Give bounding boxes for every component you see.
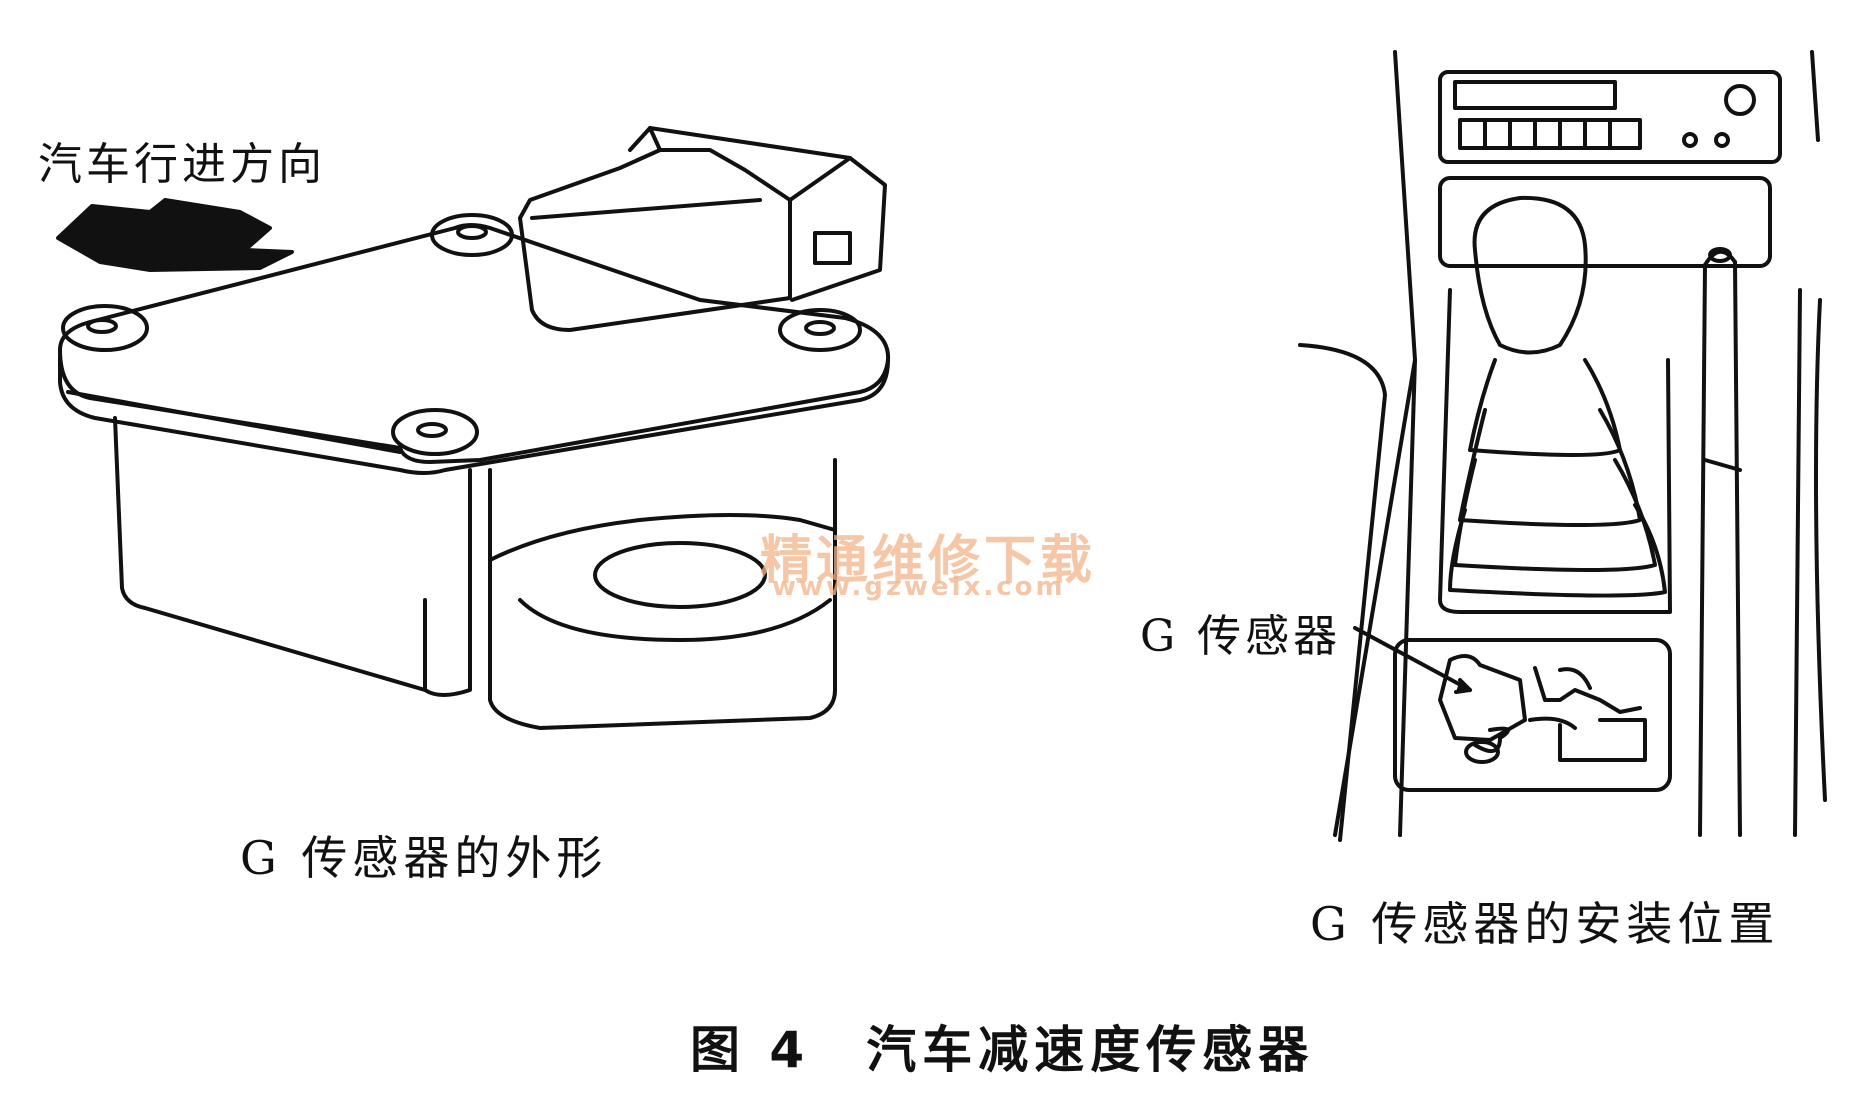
direction-label: 汽车行进方向 [38,139,326,190]
mount-boss [393,410,477,454]
watermark-text: 精通维修下载 [760,531,1097,591]
handbrake-lever [1700,265,1705,835]
watermark-url: www.gzweix.com [772,572,1066,602]
figure-caption: 图 4 汽车减速度传感器 [690,1021,1315,1079]
appearance-label: G 传感器的外形 [240,831,608,885]
radio-unit [1440,72,1780,162]
radio-buttons [1460,120,1640,148]
g-sensor-unit [1440,656,1525,740]
g-sensor-drawing [60,128,888,728]
console-drawing [1300,52,1825,840]
arrow-left-icon [58,200,292,270]
connector-block [520,150,790,330]
sensor-tray [1395,640,1670,790]
location-label: G 传感器的安装位置 [1310,897,1780,951]
mount-boss [63,306,147,350]
callout-leader [1355,628,1470,690]
connector-socket [815,233,850,263]
sensor-cup [595,543,765,607]
mount-boss [780,310,860,350]
shifter-boot [1450,360,1665,596]
gear-knob [1475,198,1586,353]
mount-boss [432,215,512,255]
callout-label: G 传感器 [1140,611,1342,662]
